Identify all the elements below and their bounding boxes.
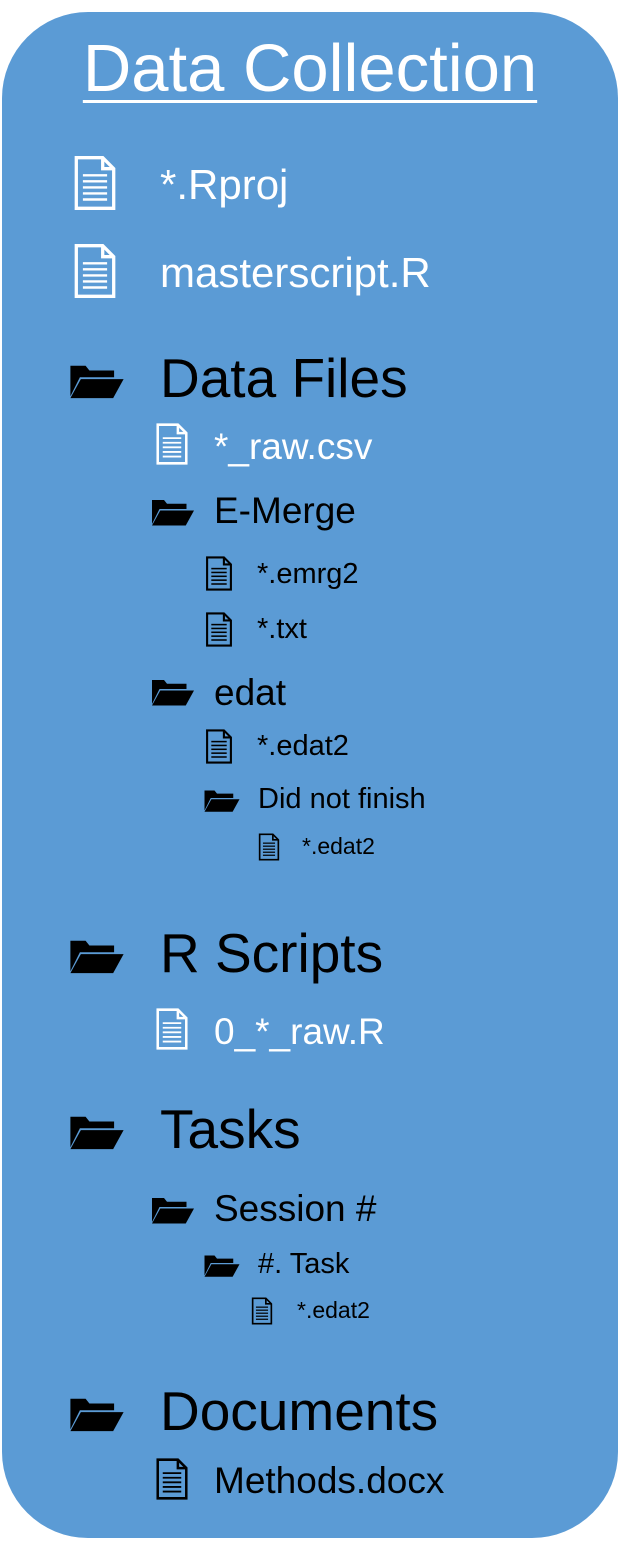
tree-item-rproj: *.Rproj [160, 161, 289, 208]
folder-open-icon [68, 1395, 126, 1433]
tree-folder-tasks: Tasks [160, 1098, 301, 1160]
tree-item-edat2: *.edat2 [257, 730, 349, 762]
tree-item-emrg2: *.emrg2 [257, 558, 359, 590]
tree-folder-session: Session # [214, 1188, 377, 1229]
tree-folder-did-not-finish: Did not finish [258, 783, 426, 815]
file-icon [155, 1458, 189, 1500]
tree-folder-task: #. Task [258, 1248, 350, 1280]
tree-folder-data-files: Data Files [160, 347, 408, 409]
file-icon [205, 556, 233, 591]
tree-folder-documents: Documents [160, 1380, 439, 1442]
folder-open-icon [68, 362, 126, 400]
tree-item-methods: Methods.docx [214, 1460, 445, 1501]
diagram-title: Data Collection [82, 31, 538, 106]
folder-open-icon [150, 677, 196, 707]
tree-item-masterscript: masterscript.R [160, 249, 431, 296]
tree-item-txt: *.txt [257, 613, 307, 645]
folder-open-icon [203, 788, 241, 813]
file-icon [258, 833, 280, 861]
data-collection-panel [2, 12, 618, 1538]
folder-open-icon [68, 1113, 126, 1151]
tree-item-raw-csv: *_raw.csv [214, 426, 373, 467]
tree-item-task-edat2: *.edat2 [297, 1297, 370, 1323]
tree-item-raw-r: 0_*_raw.R [214, 1011, 385, 1052]
folder-open-icon [150, 497, 196, 527]
file-icon [205, 612, 233, 647]
tree-folder-edat: edat [214, 672, 287, 713]
file-icon [73, 155, 117, 211]
folder-open-icon [203, 1253, 241, 1278]
file-icon [155, 423, 189, 465]
file-icon [205, 729, 233, 764]
folder-open-icon [150, 1195, 196, 1225]
folder-open-icon [68, 937, 126, 975]
file-icon [251, 1297, 273, 1325]
tree-item-dnf-edat2: *.edat2 [302, 833, 375, 859]
tree-folder-r-scripts: R Scripts [160, 922, 384, 984]
tree-folder-emerge: E-Merge [214, 490, 356, 531]
file-icon [73, 243, 117, 299]
file-icon [155, 1008, 189, 1050]
